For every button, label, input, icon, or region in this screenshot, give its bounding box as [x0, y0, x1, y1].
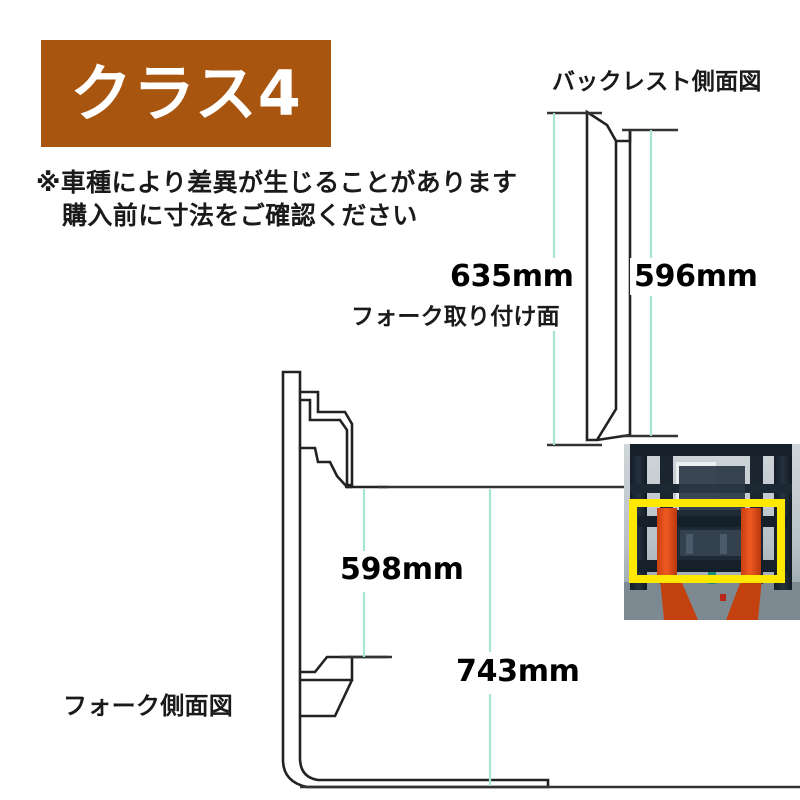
caption-fork-side-view: フォーク側面図 — [63, 692, 234, 720]
dimension-sublabel-fork-mounting-face: フォーク取り付け面 — [349, 297, 562, 331]
class-badge-label: クラス4 — [70, 56, 302, 130]
caution-note-line-1: ※車種により差異が生じることがあります — [36, 168, 518, 197]
backrest-profile-outline — [585, 109, 618, 442]
caption-backrest-side-view: バックレスト側面図 — [552, 69, 762, 95]
class-badge: クラス4 — [41, 40, 331, 147]
backrest-top-notch — [616, 131, 632, 143]
dimension-label-backrest-inner: 596mm — [630, 258, 762, 295]
forklift-photo — [624, 444, 800, 620]
fork-blade-right — [726, 578, 762, 620]
detail-red-light — [720, 594, 726, 601]
backrest-bottom-taper — [596, 433, 631, 442]
fork-lower-hook-taper — [300, 679, 354, 718]
photo-floor — [624, 582, 800, 620]
highlight-rectangle — [629, 499, 785, 583]
dimension-label-fork-overall: 743mm — [452, 653, 584, 690]
carriage-bar-upper — [638, 516, 788, 527]
caution-note-line-2: 購入前に寸法をご確認ください — [62, 201, 418, 230]
dimension-label-backrest-overall: 635mm — [446, 258, 578, 295]
fork-mid-hook-detail — [300, 446, 352, 489]
hydraulic-cylinder-right — [720, 534, 727, 554]
fork-shank-right — [741, 508, 761, 576]
forklift-photo-inset — [624, 444, 800, 620]
hydraulic-cylinder-left — [686, 534, 693, 554]
fork-blade-left — [660, 578, 698, 620]
fork-shank-left — [657, 508, 677, 576]
dimension-label-fork-upper: 598mm — [336, 551, 468, 588]
fork-upper-hook — [300, 390, 354, 487]
mast-crossbar-top — [630, 444, 792, 456]
fork-lower-hook — [300, 655, 354, 682]
caution-note: ※車種により差異が生じることがあります 購入前に寸法をご確認ください — [36, 166, 536, 232]
